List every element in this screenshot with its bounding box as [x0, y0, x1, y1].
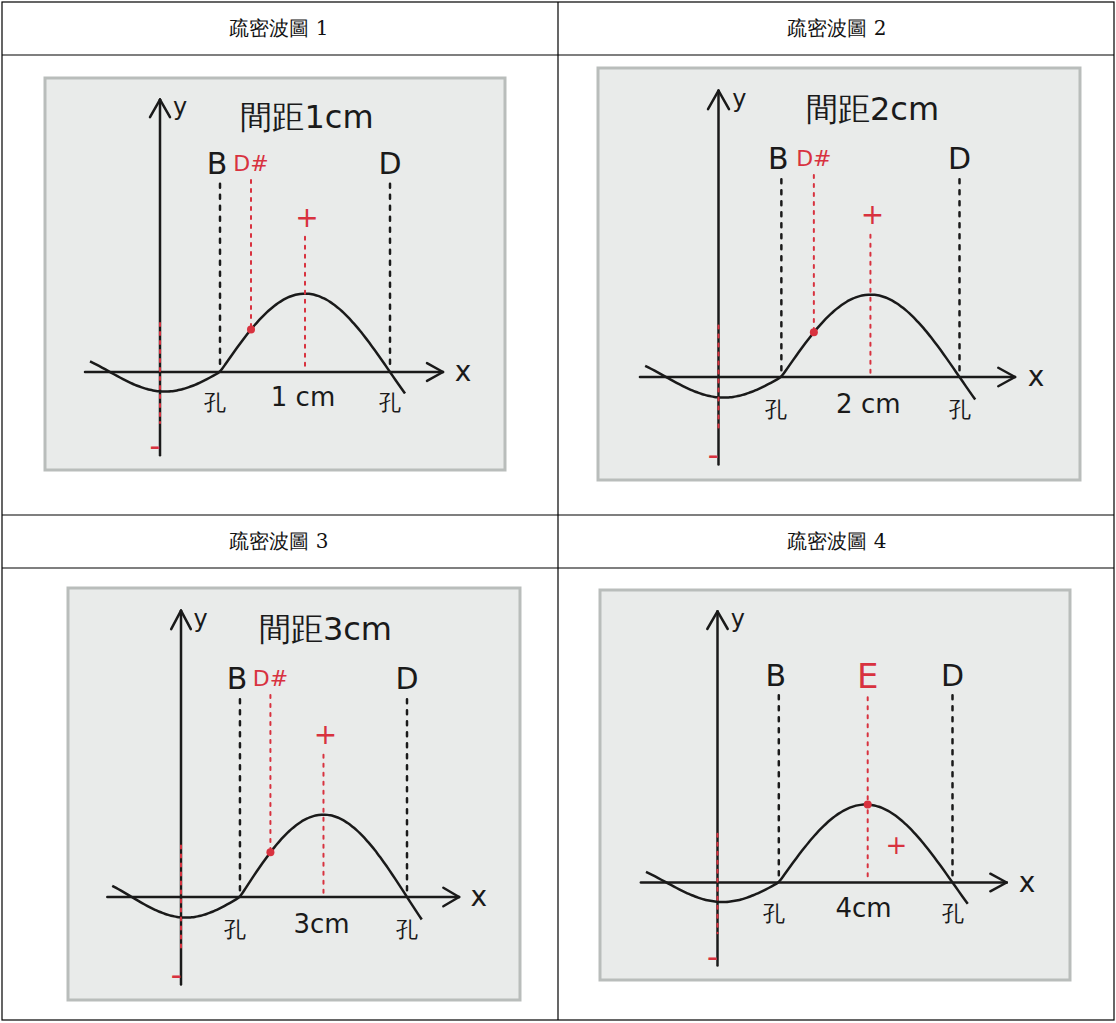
sketch-label: D#: [253, 668, 288, 690]
sketch-label: -: [171, 960, 182, 990]
table-header: 疏密波圖 1: [229, 18, 328, 38]
sketch-label: 孔: [763, 903, 785, 925]
sketch-label: B: [207, 149, 228, 179]
sketch-label: y: [173, 95, 187, 119]
sketch-label: +: [885, 832, 907, 858]
sketch-label: 間距1cm: [240, 101, 373, 133]
sketch-label: E: [857, 659, 878, 693]
sketch-label: 孔: [942, 903, 964, 925]
sketch-label: B: [768, 144, 789, 174]
sketch-label: x: [1019, 869, 1036, 897]
sketch-label: 間距2cm: [806, 93, 939, 125]
sketch-label: D#: [233, 153, 268, 175]
sketch-label: -: [150, 431, 161, 461]
sketch-label: 1 cm: [271, 384, 335, 410]
sketch-label: D#: [796, 148, 831, 170]
sketch-label: 孔: [396, 919, 418, 941]
sketch-label: D: [395, 664, 418, 694]
sketch-label: +: [861, 201, 884, 229]
sketch-label: -: [708, 440, 719, 470]
sketch-label: 孔: [379, 392, 401, 414]
sketch-label: 孔: [224, 919, 246, 941]
sketch-label: y: [732, 87, 746, 111]
table-header: 疏密波圖 4: [787, 531, 886, 551]
sketch-label: 2 cm: [836, 391, 900, 417]
sketch-label: x: [455, 358, 472, 386]
sketch-label: 間距3cm: [259, 613, 392, 645]
sketch-label: D: [948, 144, 971, 174]
sketch-label: 孔: [765, 399, 787, 421]
sketch-label: 4cm: [836, 895, 892, 921]
sketch-label: y: [194, 607, 208, 631]
sketch-label: x: [470, 883, 487, 911]
table-header: 疏密波圖 3: [229, 531, 328, 551]
whiteboard-photo: [600, 590, 1070, 980]
whiteboard-photo: [598, 68, 1080, 480]
sketch-label: D: [378, 149, 401, 179]
sketch-label: +: [314, 721, 337, 749]
sketch-label: D: [941, 661, 964, 691]
sketch-label: +: [295, 204, 318, 232]
sketch-label: y: [731, 607, 745, 631]
sketch-label: x: [1028, 363, 1045, 391]
whiteboard-photo: [68, 588, 520, 1000]
table-header: 疏密波圖 2: [787, 18, 886, 38]
sketch-label: 3cm: [293, 911, 349, 937]
sketch-label: 孔: [204, 392, 226, 414]
sketch-label: 孔: [949, 399, 971, 421]
sketch-label: B: [227, 664, 248, 694]
whiteboard-photo: [45, 78, 505, 470]
sketch-label: B: [765, 661, 786, 691]
sketch-label: -: [707, 942, 718, 972]
